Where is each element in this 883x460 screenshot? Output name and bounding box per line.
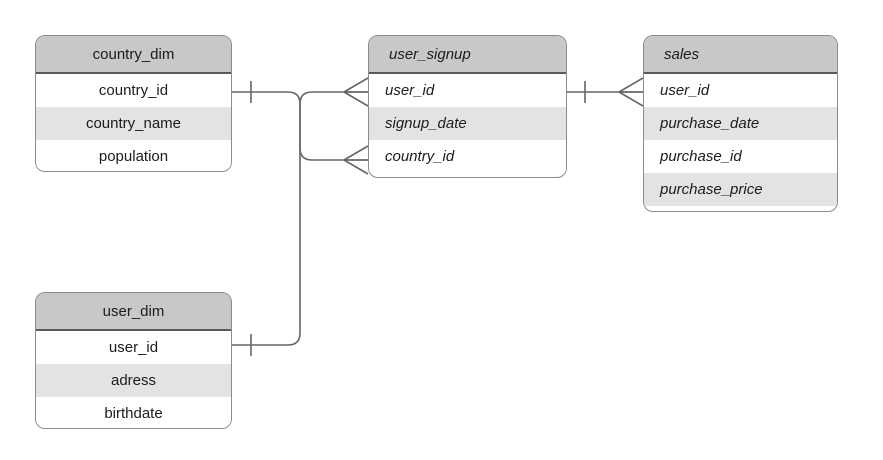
entity-user_signup[interactable]: user_signup user_id signup_date country_… <box>368 35 567 178</box>
relationship-user_signup-to-sales <box>567 77 644 107</box>
field-user_signup-country_id[interactable]: country_id <box>369 140 566 173</box>
cardinality-many-sales-user_id <box>618 77 644 107</box>
cardinality-many-user_signup-user_id <box>343 77 369 107</box>
field-country_dim-country_name[interactable]: country_name <box>36 107 231 140</box>
field-sales-purchase_date[interactable]: purchase_date <box>644 107 837 140</box>
field-user_dim-adress[interactable]: adress <box>36 364 231 397</box>
entity-title-country_dim: country_dim <box>36 36 231 74</box>
field-user_dim-user_id[interactable]: user_id <box>36 331 231 364</box>
relationship-user_dim-to-user_signup <box>232 77 369 356</box>
field-user_signup-user_id[interactable]: user_id <box>369 74 566 107</box>
entity-title-user_dim: user_dim <box>36 293 231 331</box>
field-sales-purchase_price[interactable]: purchase_price <box>644 173 837 206</box>
connector-line-user_dim-user_signup <box>232 91 368 346</box>
connector-line-country_dim-user_signup <box>232 91 368 161</box>
relationship-country_dim-to-user_signup <box>232 81 369 175</box>
field-country_dim-country_id[interactable]: country_id <box>36 74 231 107</box>
field-sales-user_id[interactable]: user_id <box>644 74 837 107</box>
entity-title-user_signup: user_signup <box>369 36 566 74</box>
entity-country_dim[interactable]: country_dim country_id country_name popu… <box>35 35 232 172</box>
entity-title-sales: sales <box>644 36 837 74</box>
field-user_signup-signup_date[interactable]: signup_date <box>369 107 566 140</box>
field-sales-purchase_id[interactable]: purchase_id <box>644 140 837 173</box>
entity-sales[interactable]: sales user_id purchase_date purchase_id … <box>643 35 838 212</box>
entity-user_dim[interactable]: user_dim user_id adress birthdate <box>35 292 232 429</box>
field-country_dim-population[interactable]: population <box>36 140 231 171</box>
cardinality-many-user_signup-country_id <box>343 145 369 175</box>
field-user_dim-birthdate[interactable]: birthdate <box>36 397 231 428</box>
